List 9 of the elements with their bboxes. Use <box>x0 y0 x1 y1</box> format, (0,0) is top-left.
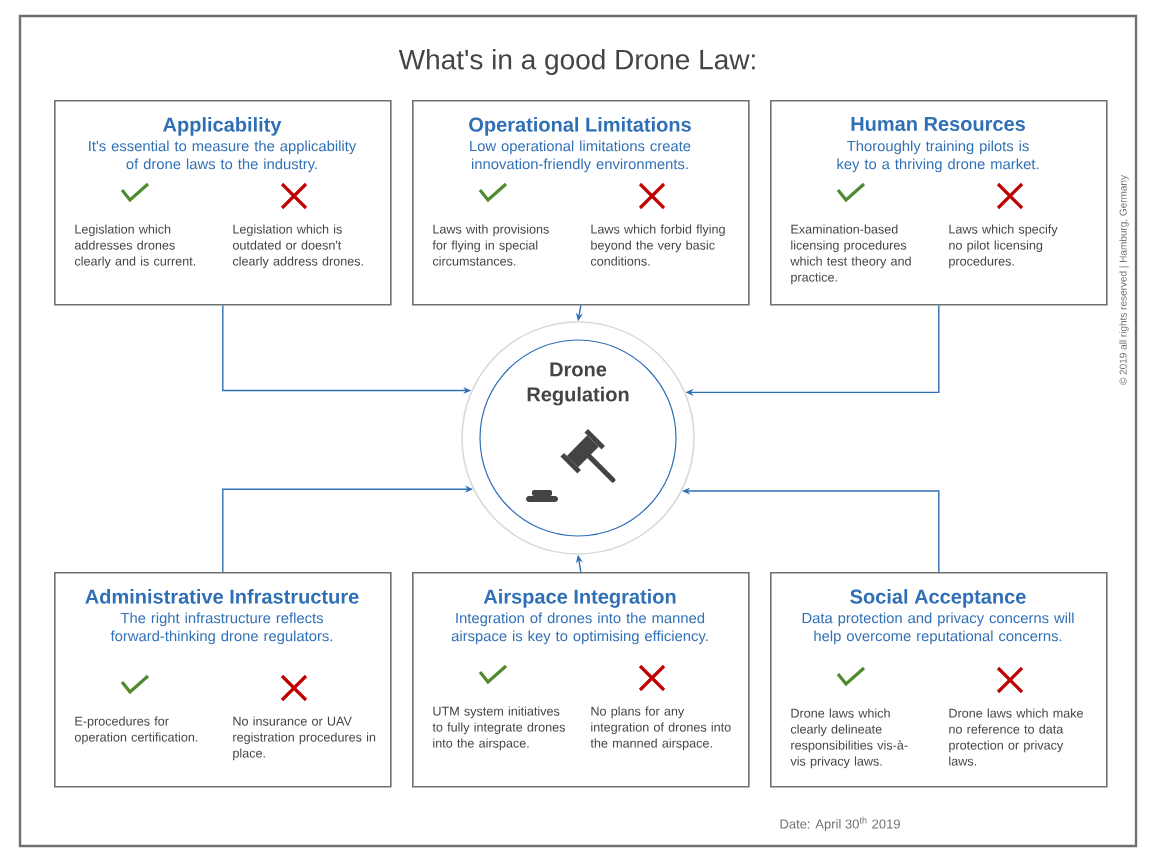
box-heading: Human Resources <box>851 117 1025 131</box>
box-heading: Airspace Integration <box>483 589 676 608</box>
arrow <box>222 485 473 573</box>
box-heading: Operational Limitations <box>469 117 691 136</box>
title: What's in a good Drone Law: <box>398 48 755 76</box>
circle-title: Drone Regulation <box>527 362 629 406</box>
box-heading: Administrative Infrastructure <box>85 589 359 604</box>
box-heading: Applicability <box>163 117 282 136</box>
box-heading: Social Acceptance <box>850 589 1026 608</box>
